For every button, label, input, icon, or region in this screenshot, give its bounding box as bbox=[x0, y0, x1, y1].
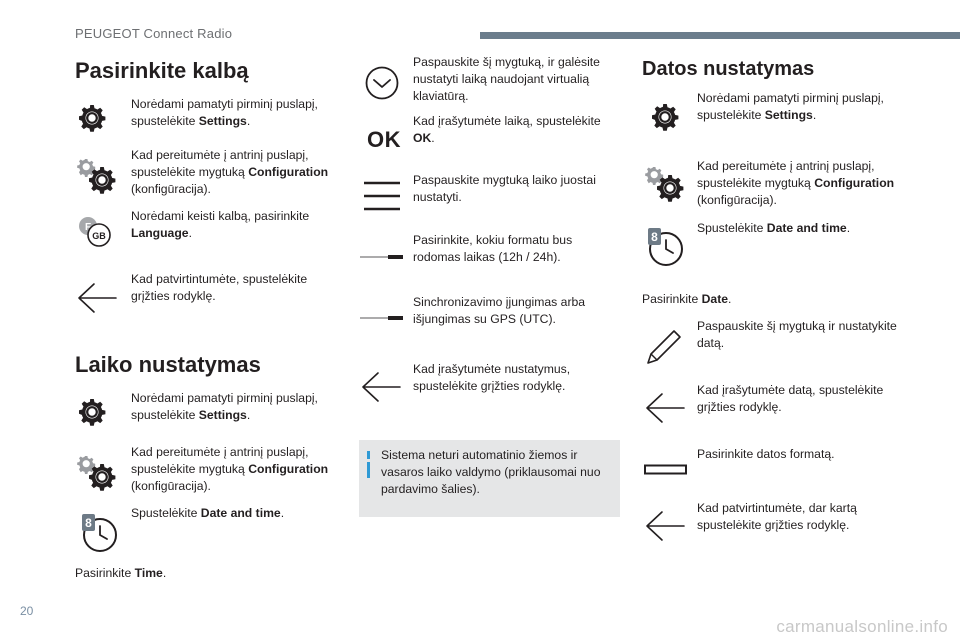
language-flag-icon: F GB bbox=[77, 214, 113, 248]
select-date-text: Pasirinkite Date. bbox=[642, 292, 732, 306]
step-text: Sinchronizavimo įjungimas arba išjungima… bbox=[413, 295, 586, 326]
step-text: Kad įrašytumėte laiką, spustelėkite OK. bbox=[413, 114, 601, 145]
toggle-icon bbox=[360, 252, 404, 262]
back-arrow-icon bbox=[360, 368, 404, 406]
toggle-icon bbox=[360, 313, 404, 323]
back-arrow-icon bbox=[644, 507, 688, 545]
section-title-time: Laiko nustatymas bbox=[75, 352, 261, 377]
keyboard-confirm-icon bbox=[365, 66, 399, 100]
header-bar bbox=[480, 32, 960, 39]
step-text: Pasirinkite, kokiu formatu bus rodomas l… bbox=[413, 233, 573, 264]
watermark: carmanualsonline.info bbox=[776, 617, 948, 636]
gear-icon bbox=[78, 104, 106, 132]
pencil-icon bbox=[645, 326, 685, 366]
gear-pair-icon bbox=[645, 166, 685, 204]
clock-icon: 8 bbox=[646, 226, 686, 268]
clock-icon: 8 bbox=[80, 512, 120, 554]
step-text: Kad patvirtintumėte, dar kartą spustelėk… bbox=[697, 501, 857, 532]
section-title-language: Pasirinkite kalbą bbox=[75, 58, 249, 83]
gear-icon bbox=[78, 398, 106, 426]
gear-pair-icon bbox=[77, 158, 117, 196]
step-text: Pasirinkite datos formatą. bbox=[697, 447, 835, 461]
step-text: Norėdami keisti kalbą, pasirinkite Langu… bbox=[131, 209, 310, 240]
info-text: Sistema neturi automatinio žiemos ir vas… bbox=[381, 448, 601, 496]
format-bar-icon bbox=[644, 464, 688, 476]
step-text: Kad pereitumėte į antrinį puslapį, spust… bbox=[697, 159, 895, 207]
section-title-date: Datos nustatymas bbox=[642, 58, 815, 80]
back-arrow-icon bbox=[76, 279, 120, 317]
step-text: Paspauskite šį mygtuką, ir galėsite nust… bbox=[413, 55, 600, 103]
step-text: Norėdami pamatyti pirminį puslapį, spust… bbox=[131, 391, 318, 422]
clock-badge-label: 8 bbox=[651, 230, 658, 244]
gear-icon bbox=[651, 103, 679, 131]
step-text: Paspauskite šį mygtuką ir nustatykite da… bbox=[697, 319, 897, 350]
step-text: Norėdami pamatyti pirminį puslapį, spust… bbox=[131, 97, 318, 128]
step-text: Kad pereitumėte į antrinį puslapį, spust… bbox=[131, 148, 329, 196]
menu-lines-icon bbox=[363, 180, 401, 212]
gear-pair-icon bbox=[77, 455, 117, 493]
running-header: PEUGEOT Connect Radio bbox=[75, 26, 233, 41]
step-text: Kad pereitumėte į antrinį puslapį, spust… bbox=[131, 445, 329, 493]
select-time-text: Pasirinkite Time. bbox=[75, 566, 167, 580]
step-text: Kad įrašytumėte datą, spustelėkite grįžt… bbox=[697, 383, 884, 414]
clock-badge-label: 8 bbox=[85, 516, 92, 530]
step-text: Spustelėkite Date and time. bbox=[131, 506, 285, 520]
step-text: Paspauskite mygtuką laiko juostai nustat… bbox=[413, 173, 596, 204]
step-text: Kad patvirtintumėte, spustelėkite grįžti… bbox=[131, 272, 308, 303]
flag-top-label: F bbox=[85, 222, 91, 233]
step-text: Kad įrašytumėte nustatymus, spustelėkite… bbox=[413, 362, 571, 393]
page-number: 20 bbox=[20, 604, 34, 618]
flag-bottom-label: GB bbox=[92, 231, 106, 241]
step-text: Spustelėkite Date and time. bbox=[697, 221, 851, 235]
info-box: Sistema neturi automatinio žiemos ir vas… bbox=[359, 440, 620, 517]
back-arrow-icon bbox=[644, 389, 688, 427]
ok-icon: OK bbox=[367, 127, 401, 152]
info-icon bbox=[367, 451, 370, 459]
step-text: Norėdami pamatyti pirminį puslapį, spust… bbox=[697, 91, 884, 122]
info-icon-stem bbox=[367, 462, 370, 478]
